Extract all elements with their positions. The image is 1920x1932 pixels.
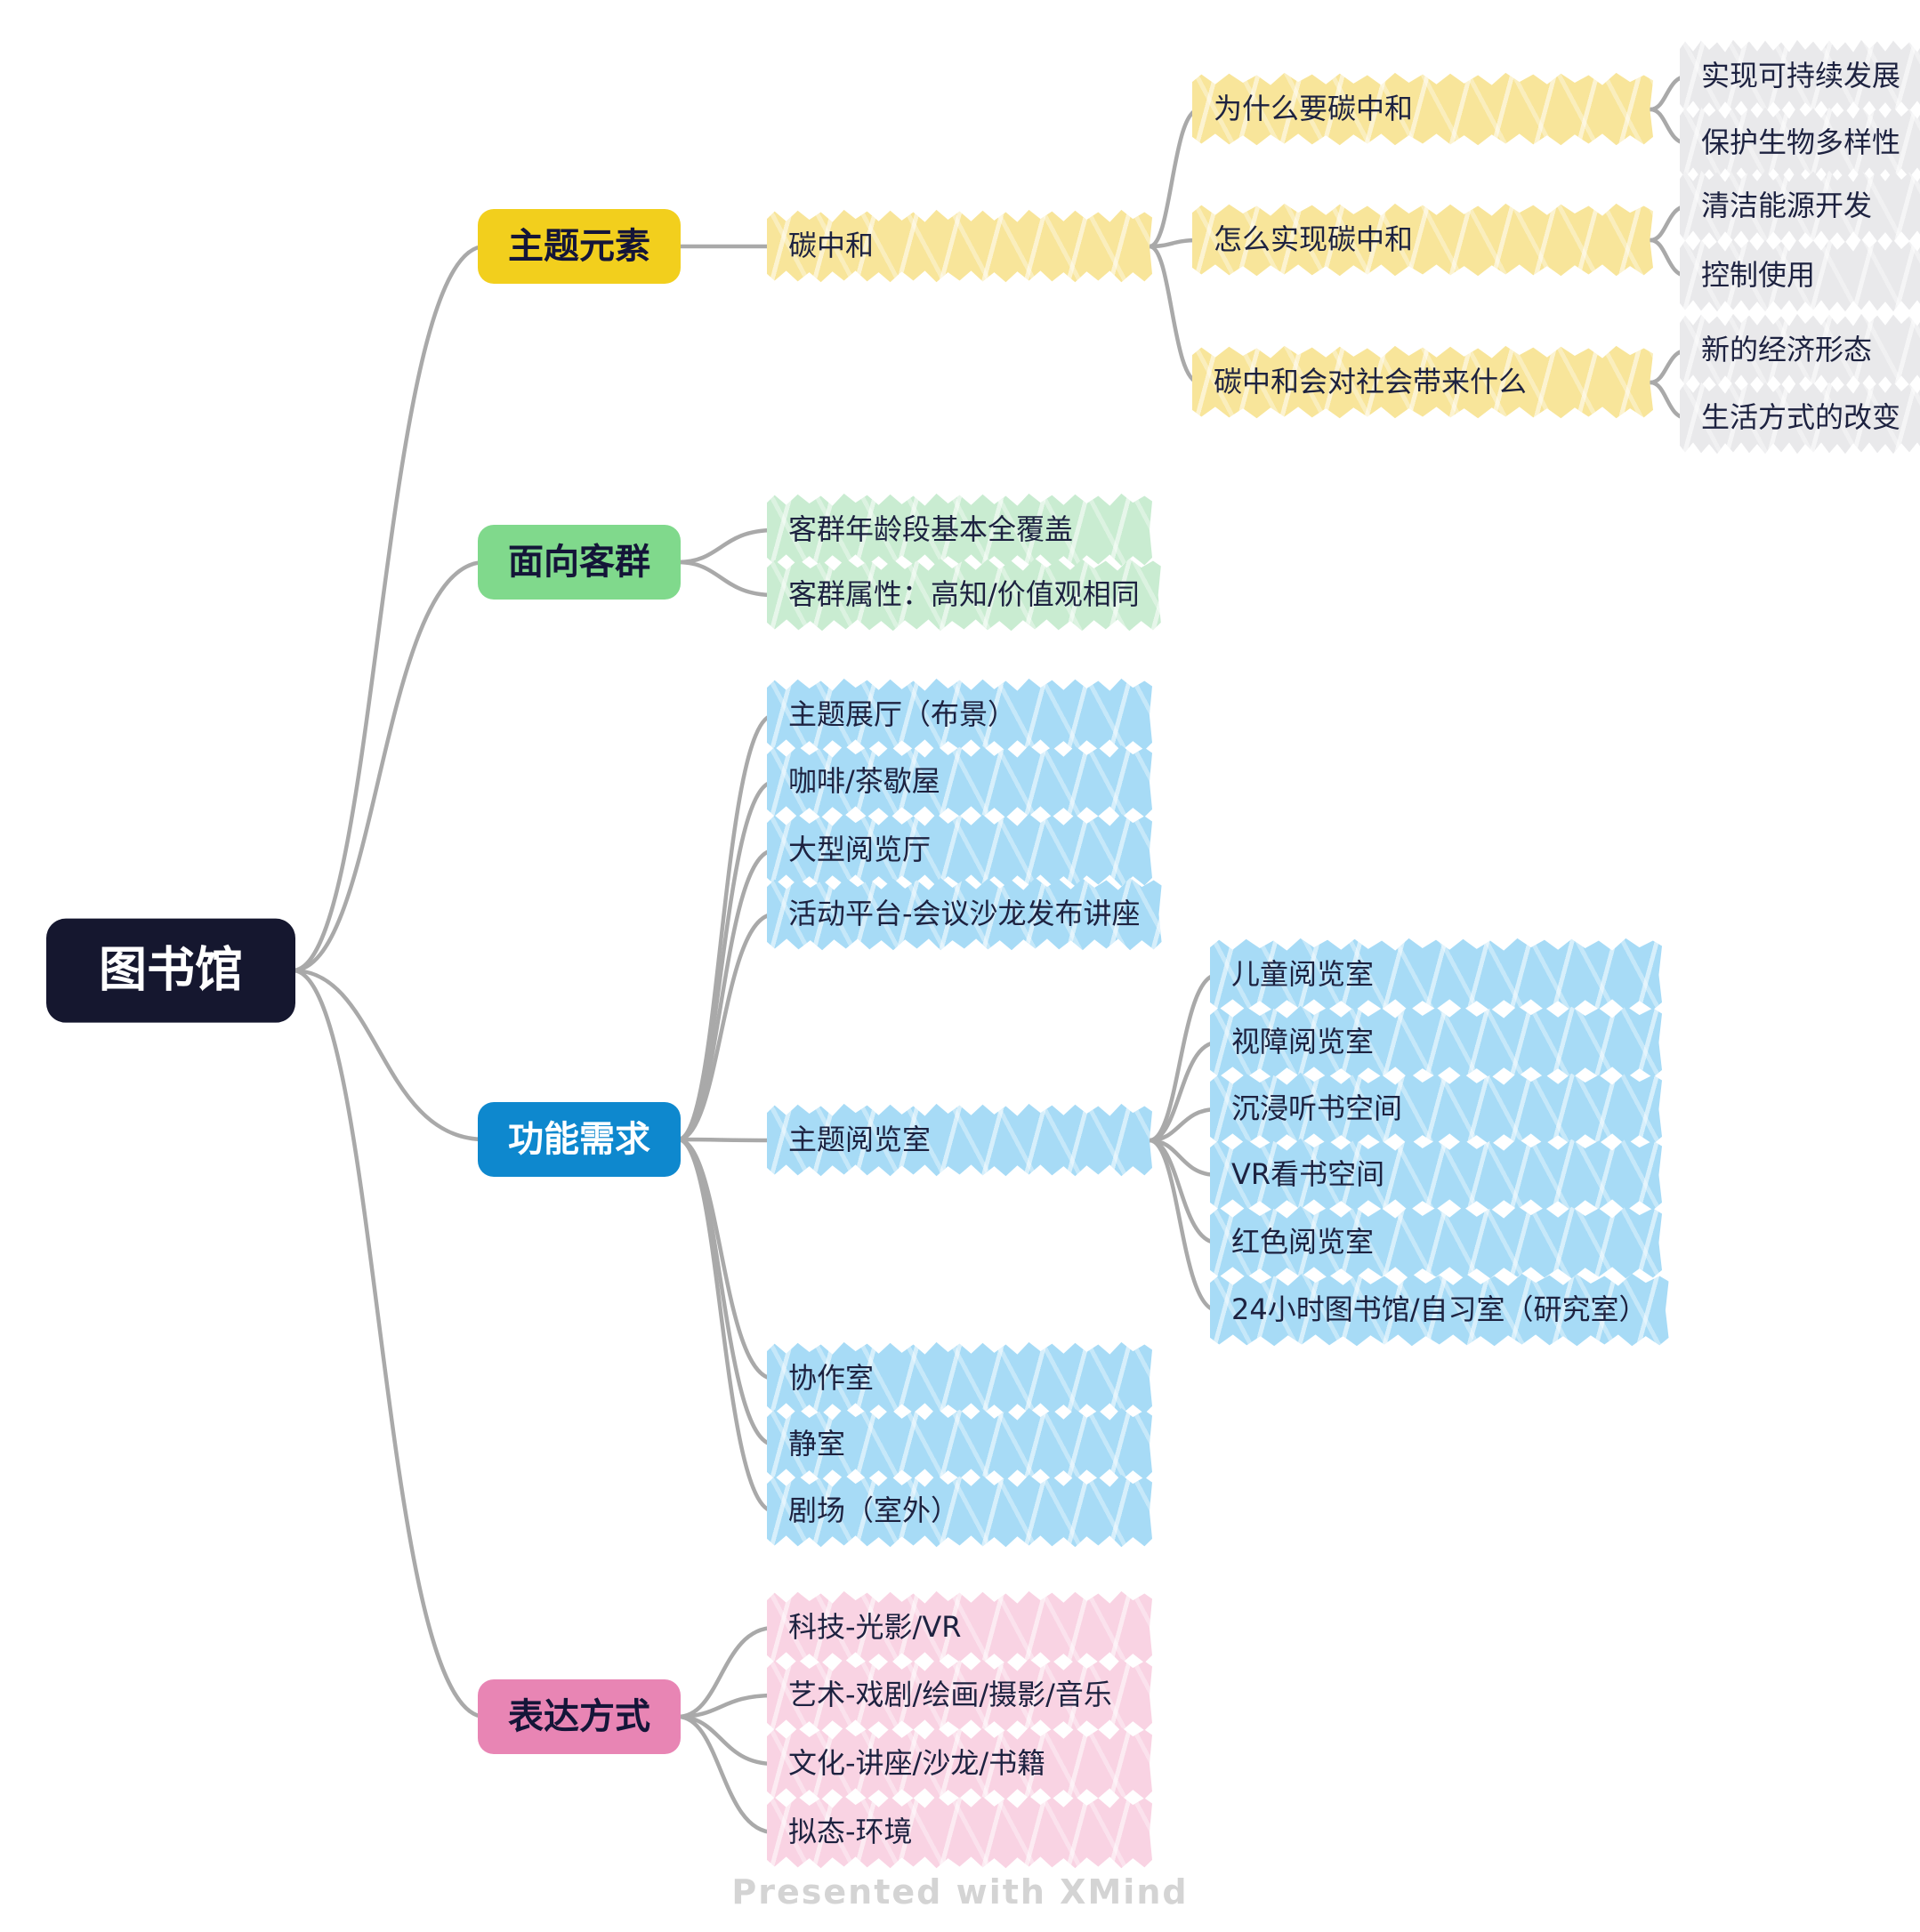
topic-why-carbon-neutrality[interactable]: 为什么要碳中和 [1192, 73, 1653, 145]
leaf-clean-energy-development[interactable]: 清洁能源开发 [1680, 170, 1920, 242]
topic-theme-exhibition-hall[interactable]: 主题展厅（布景） [767, 679, 1152, 751]
leaf-lifestyle-change[interactable]: 生活方式的改变 [1680, 382, 1920, 454]
topic-art-drama-painting-photo-music[interactable]: 艺术-戏剧/绘画/摄影/音乐 [767, 1659, 1152, 1731]
topic-quiet-room[interactable]: 静室 [767, 1408, 1152, 1480]
topic-collaboration-room[interactable]: 协作室 [767, 1342, 1152, 1414]
root-topic-library[interactable]: 图书馆 [46, 918, 295, 1023]
topic-children-reading-room[interactable]: 儿童阅览室 [1210, 938, 1662, 1010]
topic-visually-impaired-reading-room[interactable]: 视障阅览室 [1210, 1006, 1662, 1078]
topic-audience-attributes[interactable]: 客群属性：高知/价值观相同 [767, 559, 1161, 631]
topic-culture-lecture-salon-books[interactable]: 文化-讲座/沙龙/书籍 [767, 1727, 1152, 1799]
branch-target-audience[interactable]: 面向客群 [478, 525, 681, 600]
branch-functional-needs[interactable]: 功能需求 [478, 1102, 681, 1177]
topic-red-reading-room[interactable]: 红色阅览室 [1210, 1206, 1662, 1278]
topic-mimicry-environment[interactable]: 拟态-环境 [767, 1796, 1152, 1868]
leaf-biodiversity-protection[interactable]: 保护生物多样性 [1680, 107, 1920, 179]
topic-carbon-social-impact[interactable]: 碳中和会对社会带来什么 [1192, 346, 1653, 418]
leaf-new-economic-form[interactable]: 新的经济形态 [1680, 314, 1920, 386]
branch-expression-methods[interactable]: 表达方式 [478, 1679, 681, 1754]
topic-24h-library-study-room[interactable]: 24小时图书馆/自习室（研究室） [1210, 1274, 1669, 1346]
topic-carbon-neutrality[interactable]: 碳中和 [767, 210, 1152, 282]
topic-theme-reading-room[interactable]: 主题阅览室 [767, 1104, 1152, 1176]
topic-coffee-tea-house[interactable]: 咖啡/茶歇屋 [767, 745, 1152, 817]
xmind-watermark: Presented with XMind [731, 1872, 1189, 1912]
topic-tech-light-vr[interactable]: 科技-光影/VR [767, 1591, 1152, 1663]
topic-immersive-audiobook-space[interactable]: 沉浸听书空间 [1210, 1073, 1662, 1145]
topic-event-platform[interactable]: 活动平台-会议沙龙发布讲座 [767, 878, 1162, 950]
topic-outdoor-theater[interactable]: 剧场（室外） [767, 1475, 1152, 1547]
topic-large-reading-hall[interactable]: 大型阅览厅 [767, 814, 1152, 886]
leaf-usage-control[interactable]: 控制使用 [1680, 239, 1920, 311]
topic-how-carbon-neutrality[interactable]: 怎么实现碳中和 [1192, 204, 1653, 276]
topic-audience-age-coverage[interactable]: 客群年龄段基本全覆盖 [767, 494, 1152, 566]
topic-vr-reading-space[interactable]: VR看书空间 [1210, 1139, 1662, 1211]
leaf-sustainable-development[interactable]: 实现可持续发展 [1680, 40, 1920, 112]
branch-theme-elements[interactable]: 主题元素 [478, 209, 681, 284]
